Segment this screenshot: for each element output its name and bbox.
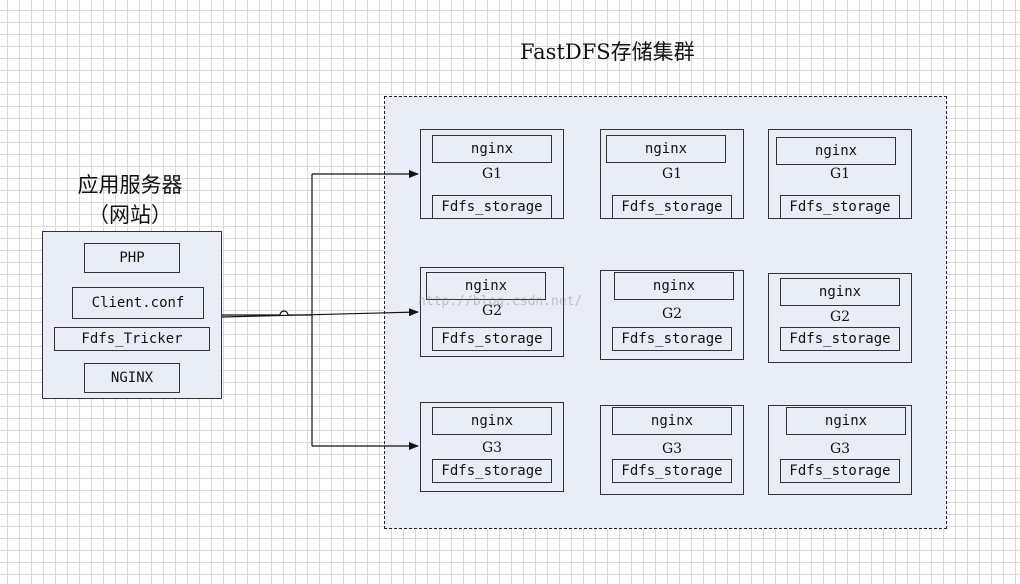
node-fdfs-storage: Fdfs_storage <box>432 327 552 351</box>
watermark: http://blog.csdn.net/ <box>418 294 583 309</box>
web-server-title: 应用服务器 （网站） <box>50 170 210 230</box>
node-group-label: G1 <box>481 166 503 182</box>
arrow-to-g2 <box>221 308 419 318</box>
node-nginx: nginx <box>614 272 734 300</box>
node-group-label: G3 <box>829 441 851 457</box>
node-group-label: G2 <box>661 306 683 322</box>
node-fdfs-storage: Fdfs_storage <box>780 459 900 483</box>
node-group-label: G3 <box>481 440 503 456</box>
web-server-title-line1: 应用服务器 <box>77 173 183 197</box>
node-nginx: nginx <box>786 407 906 435</box>
node-fdfs-storage: Fdfs_storage <box>612 195 732 219</box>
node-group-label: G1 <box>829 166 851 182</box>
node-fdfs-storage: Fdfs_storage <box>612 459 732 483</box>
node-nginx: nginx <box>432 135 552 163</box>
node-fdfs-storage: Fdfs_storage <box>780 327 900 351</box>
nginx-component: NGINX <box>84 363 180 393</box>
node-nginx: nginx <box>426 272 546 300</box>
node-fdfs-storage: Fdfs_storage <box>432 459 552 483</box>
node-group-label: G2 <box>829 309 851 325</box>
node-fdfs-storage: Fdfs_storage <box>432 195 552 219</box>
php-component: PHP <box>84 243 180 273</box>
node-nginx: nginx <box>432 407 552 435</box>
node-group-label: G2 <box>481 303 503 319</box>
connector-hop <box>279 310 289 316</box>
node-nginx: nginx <box>612 407 732 435</box>
node-nginx: nginx <box>606 135 726 163</box>
web-server-title-line2: （网站） <box>88 203 172 227</box>
node-group-label: G1 <box>661 166 683 182</box>
node-group-label: G3 <box>661 441 683 457</box>
fdfs-tricker-component: Fdfs_Tricker <box>54 327 210 351</box>
node-fdfs-storage: Fdfs_storage <box>780 195 900 219</box>
node-nginx: nginx <box>776 137 896 165</box>
node-fdfs-storage: Fdfs_storage <box>612 327 732 351</box>
node-nginx: nginx <box>780 278 900 306</box>
client-conf-component: Client.conf <box>72 287 204 319</box>
cluster-title: FastDFS存储集群 <box>520 40 695 64</box>
